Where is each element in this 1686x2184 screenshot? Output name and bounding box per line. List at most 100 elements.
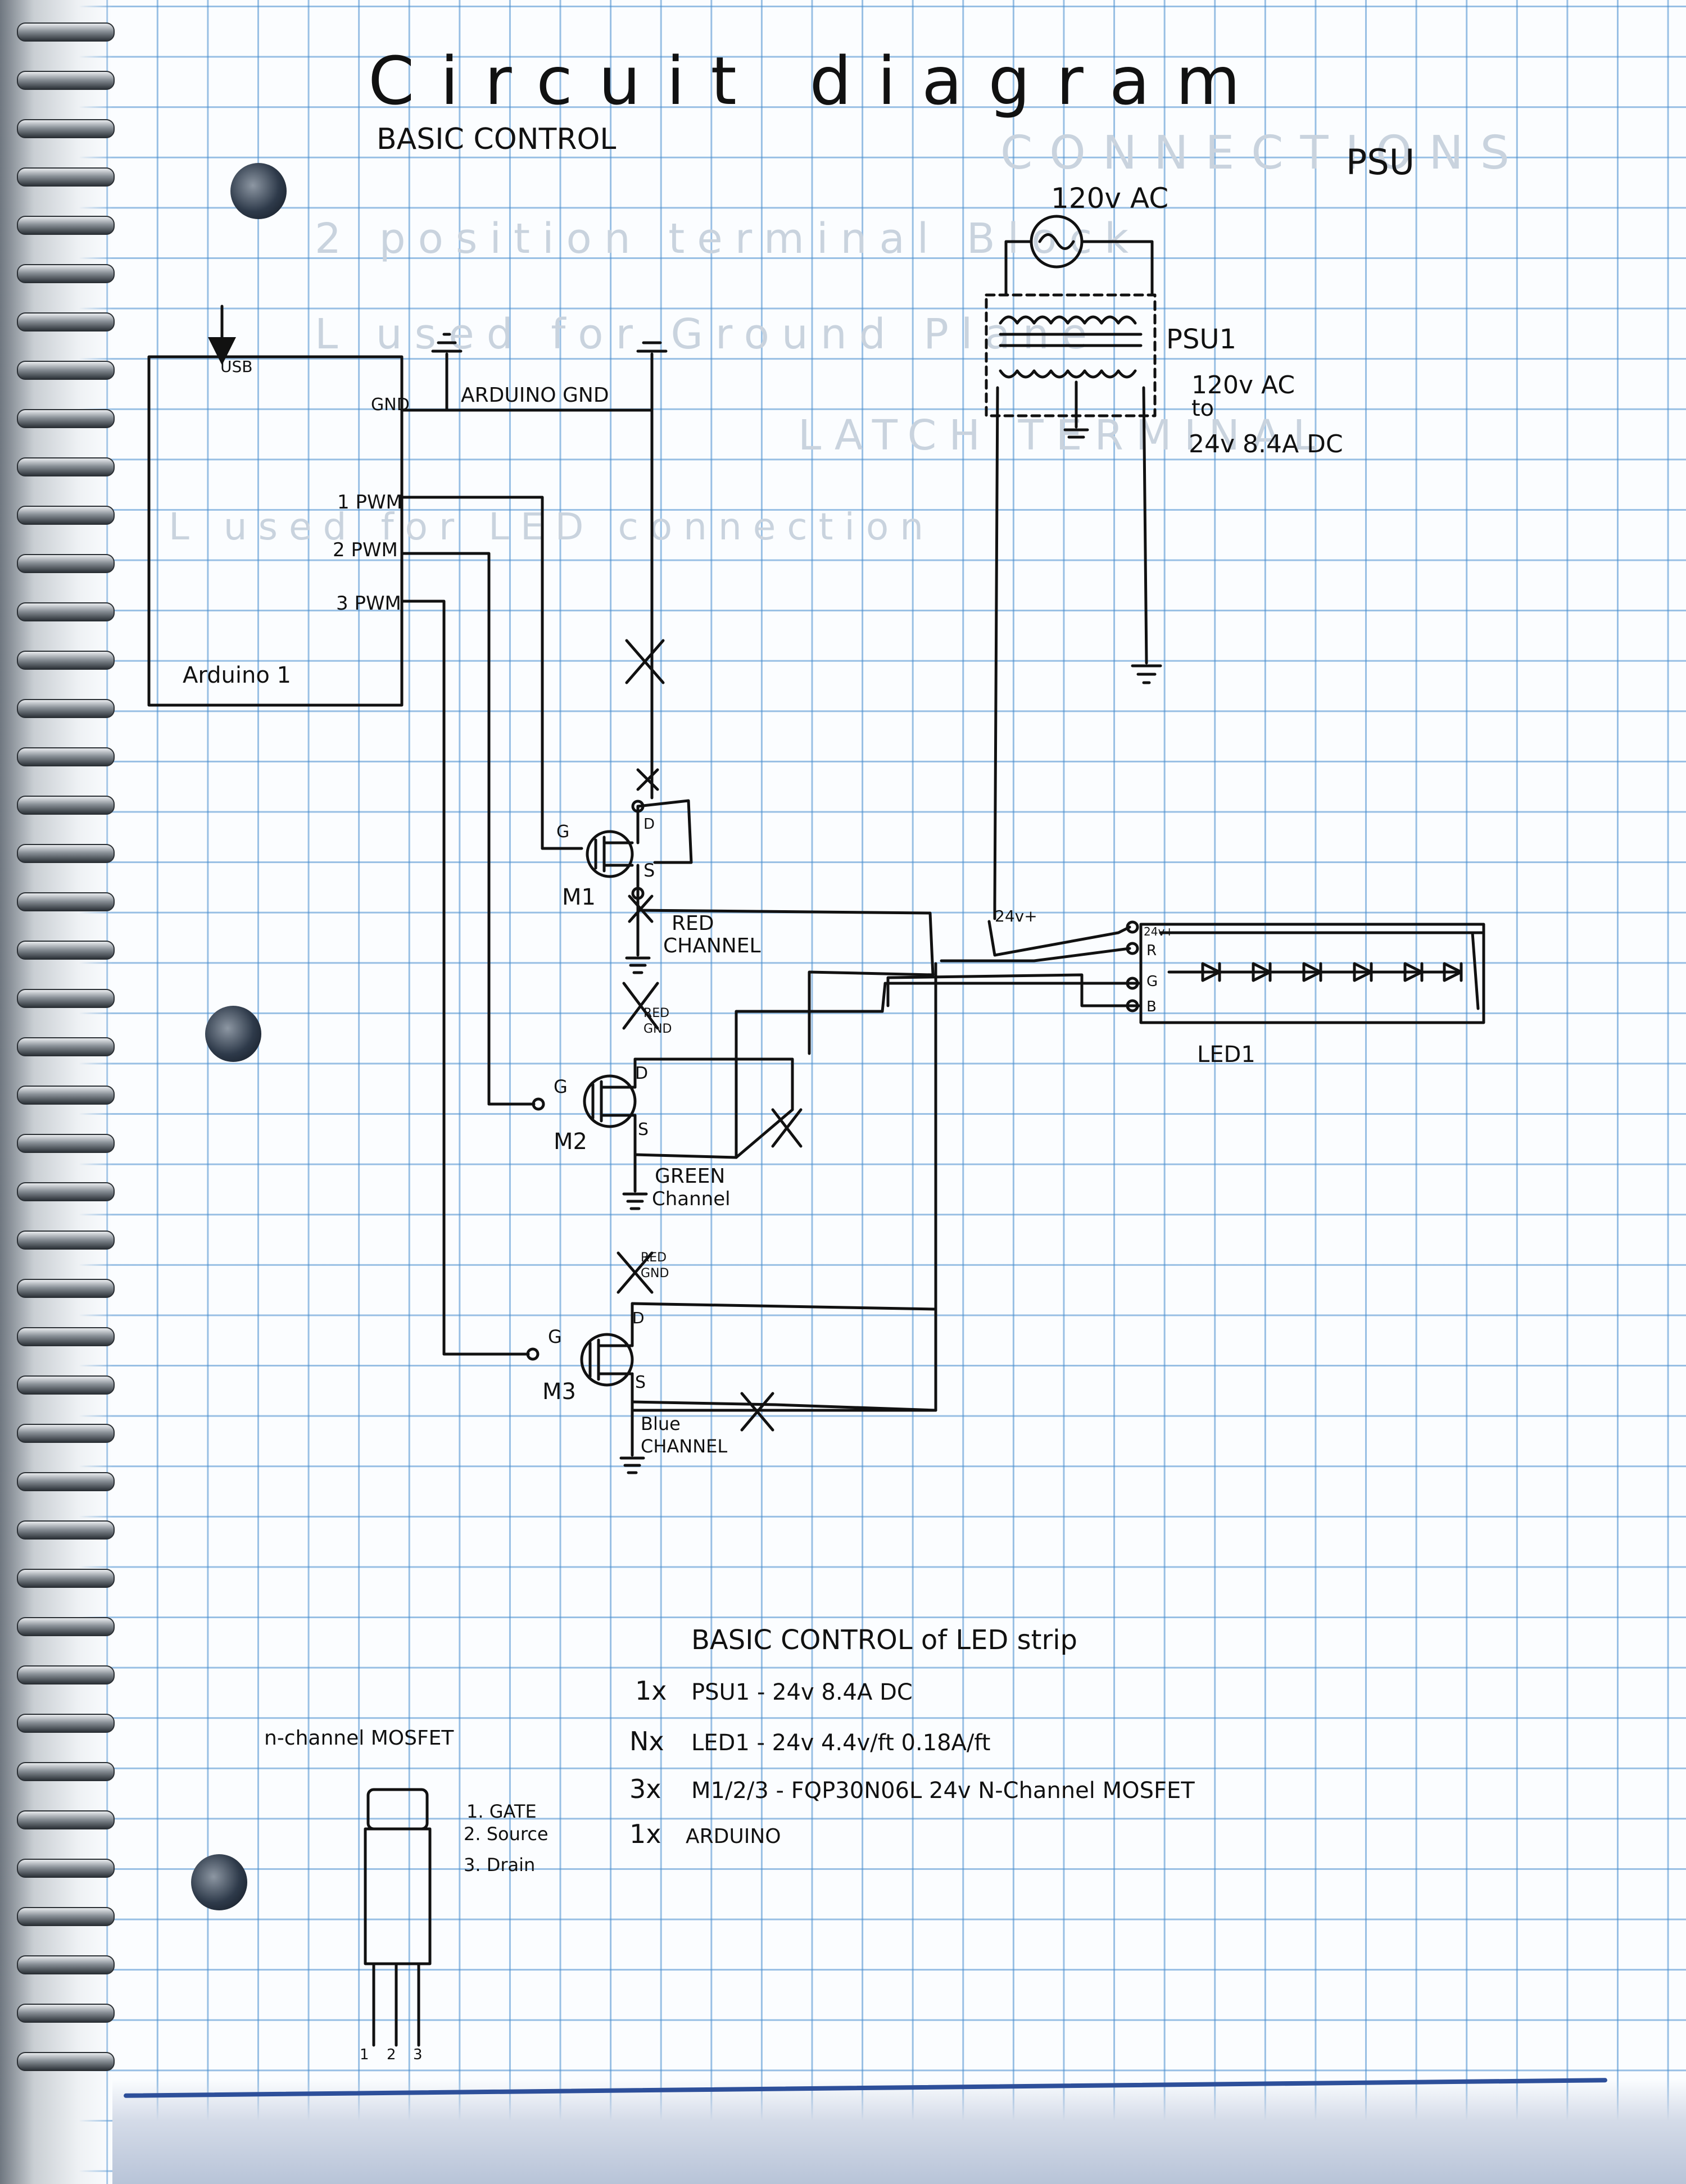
led-pin-node bbox=[1126, 977, 1139, 990]
binding-coil bbox=[17, 71, 115, 90]
blue-channel-wire bbox=[631, 1302, 937, 1412]
led-diode-chain bbox=[1167, 962, 1463, 982]
binding-coil bbox=[17, 1037, 115, 1056]
binding-coil bbox=[17, 1810, 115, 1829]
binding-coil bbox=[17, 1520, 115, 1540]
blue-channel-wire bbox=[886, 973, 1143, 1007]
led-pin-node bbox=[1126, 999, 1139, 1012]
binding-coil bbox=[17, 796, 115, 815]
m1-gate-label: G bbox=[556, 822, 569, 842]
binding-coil bbox=[17, 312, 115, 332]
m3-source-label: S bbox=[635, 1373, 646, 1392]
binding-coil bbox=[17, 457, 115, 476]
cross-mark bbox=[740, 1392, 774, 1432]
bom-heading: BASIC CONTROL of LED strip bbox=[691, 1624, 1077, 1656]
cross-mark bbox=[771, 1108, 803, 1148]
usb-label: USB bbox=[220, 357, 252, 376]
led-diode bbox=[1252, 962, 1272, 982]
binding-coil bbox=[17, 119, 115, 138]
supply-wire bbox=[987, 920, 1131, 957]
psu-label: PSU1 bbox=[1166, 324, 1236, 355]
led-pin-label: R bbox=[1146, 942, 1157, 959]
binding-coil bbox=[17, 1086, 115, 1105]
ghost-line: LATCH TERMINAL bbox=[798, 411, 1329, 460]
m3-drain-label: D bbox=[632, 1309, 645, 1327]
blue-channel-label: CHANNEL bbox=[641, 1436, 727, 1457]
binding-coil bbox=[17, 264, 115, 283]
pwm3-label: 3 PWM bbox=[336, 592, 401, 615]
cross-mark bbox=[625, 639, 665, 684]
binding-coil bbox=[17, 651, 115, 670]
binding-coil bbox=[17, 699, 115, 718]
led-pin-node bbox=[1126, 920, 1139, 934]
binding-coil bbox=[17, 1279, 115, 1298]
binding-coil bbox=[17, 1182, 115, 1201]
led-pin-label: 24v+ bbox=[1144, 925, 1174, 938]
psu-spec: 120v AC bbox=[1191, 371, 1295, 399]
m3-gate-label: G bbox=[548, 1326, 562, 1347]
psu-secondary-coil bbox=[999, 369, 1137, 379]
red-channel-wire bbox=[940, 947, 1131, 962]
pwm2-wire bbox=[400, 552, 491, 1106]
binding-coil bbox=[17, 602, 115, 621]
ac-wire bbox=[1004, 240, 1033, 297]
psu-heading: PSU bbox=[1346, 142, 1415, 183]
led-pin-node bbox=[1126, 942, 1139, 955]
m2-ground-link bbox=[735, 1108, 794, 1159]
m3-source-link bbox=[631, 1400, 937, 1412]
m3-gate-node bbox=[526, 1347, 540, 1361]
green-channel-label: Channel bbox=[652, 1188, 731, 1210]
binding-coil bbox=[17, 2052, 115, 2071]
page-bottom-edge bbox=[112, 2079, 1686, 2184]
bom-qty: Nx bbox=[629, 1726, 664, 1756]
led-supply-label: 24v+ bbox=[995, 907, 1037, 925]
pwm3-wire bbox=[400, 600, 446, 1356]
binding-coil bbox=[17, 1327, 115, 1346]
binding-coil bbox=[17, 1859, 115, 1878]
cross-mark bbox=[636, 768, 659, 791]
page-subtitle: BASIC CONTROL bbox=[377, 122, 616, 156]
gnd-note: GND bbox=[641, 1266, 669, 1281]
pwm1-wire bbox=[400, 496, 544, 850]
led-strip-name: LED1 bbox=[1197, 1042, 1256, 1068]
psu-transformer-outline bbox=[985, 293, 1157, 417]
bom-item: M1/2/3 - FQP30N06L 24v N-Channel MOSFET bbox=[691, 1778, 1195, 1804]
binding-coil bbox=[17, 844, 115, 863]
bleed-through-text: CONNECTIONS 2 position terminal Block L … bbox=[169, 126, 1510, 548]
binding-coil bbox=[17, 1424, 115, 1443]
binding-coil bbox=[17, 22, 115, 42]
bom-qty: 3x bbox=[629, 1774, 661, 1804]
m1-drain-loop bbox=[636, 799, 693, 864]
binding-coil bbox=[17, 361, 115, 380]
ac-source-symbol bbox=[1038, 233, 1075, 250]
pwm1-label: 1 PWM bbox=[337, 491, 402, 514]
binding-coil bbox=[17, 989, 115, 1008]
red-channel-label: CHANNEL bbox=[663, 934, 761, 957]
arduino-name: Arduino 1 bbox=[183, 662, 291, 688]
ac-wire bbox=[1080, 240, 1154, 297]
binding-coil bbox=[17, 409, 115, 428]
binding-coil bbox=[17, 1907, 115, 1926]
led-diode bbox=[1403, 962, 1424, 982]
pinout-pin: 1. GATE bbox=[466, 1801, 537, 1822]
led-strip-box bbox=[1139, 923, 1485, 1024]
bom-item: LED1 - 24v 4.4v/ft 0.18A/ft bbox=[691, 1730, 990, 1756]
punch-hole-bottom bbox=[191, 1854, 247, 1910]
bom-qty: 1x bbox=[635, 1676, 667, 1706]
pinout-pin-number: 3 bbox=[413, 2046, 423, 2063]
binding-coil bbox=[17, 1762, 115, 1781]
led-diode bbox=[1302, 962, 1322, 982]
binding-coil bbox=[17, 1955, 115, 1974]
pinout-pin-number: 2 bbox=[387, 2046, 396, 2063]
m2-source-label: S bbox=[638, 1120, 649, 1139]
m2-symbol bbox=[583, 1074, 637, 1128]
bom-item: PSU1 - 24v 8.4A DC bbox=[691, 1679, 913, 1705]
mosfet-pinout-body bbox=[364, 1827, 432, 1965]
blue-channel-label: Blue bbox=[641, 1413, 681, 1434]
psu-primary-coil bbox=[999, 315, 1137, 325]
cross-mark bbox=[617, 1251, 654, 1294]
led-pin-label: B bbox=[1146, 998, 1157, 1015]
binding-coil bbox=[17, 1569, 115, 1588]
binding-coil bbox=[17, 941, 115, 960]
